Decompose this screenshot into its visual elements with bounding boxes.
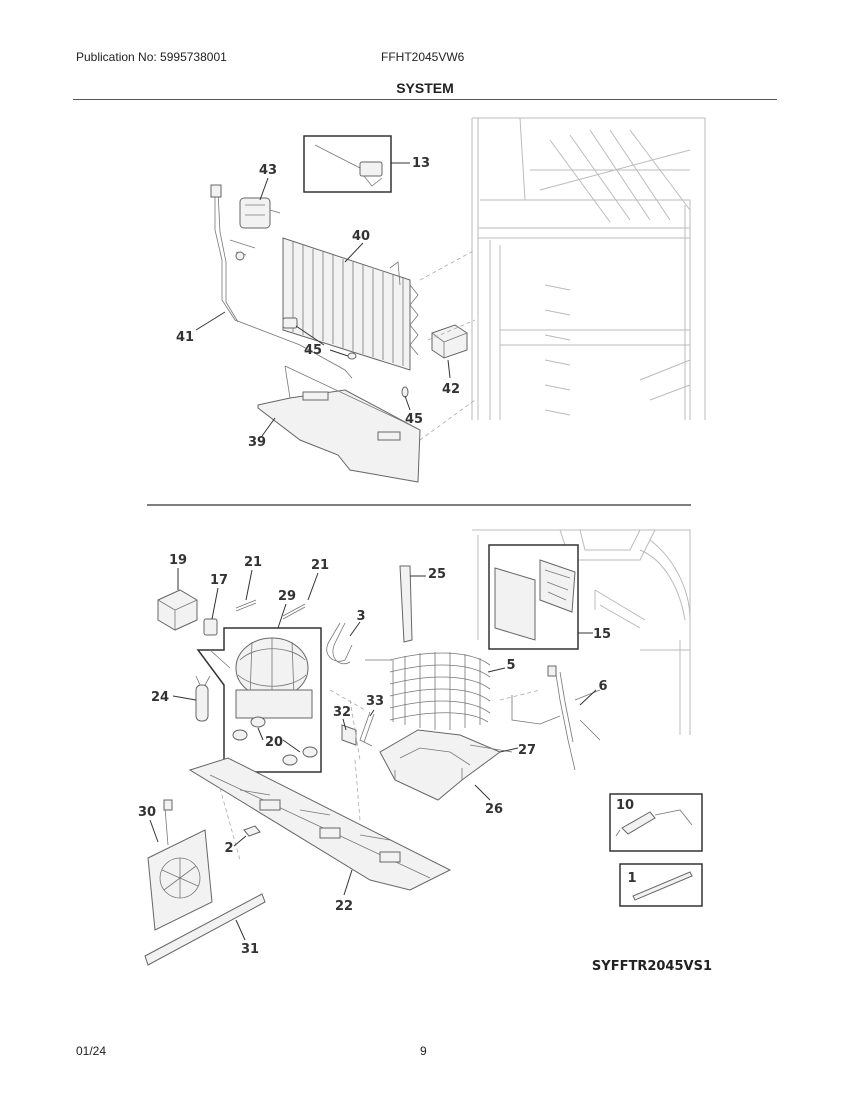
callout-41: 41 [176,330,194,345]
header-divider [73,99,777,100]
callout-24: 24 [151,690,169,705]
callout-19: 19 [169,553,187,568]
part-26-drain-pan [379,729,502,801]
callout-13: 13 [412,156,430,171]
callout-45a: 45 [304,343,322,358]
bottom-dash-guides [219,689,541,861]
callout-21a: 21 [244,555,262,570]
part-25-drain-hose [399,565,413,643]
bottom-leader-lines [149,568,597,941]
part-6-harness [511,665,601,771]
part-31-rail [144,893,266,966]
fresh-food-cabinet-outline [472,529,691,735]
part-21-tubing [235,599,306,620]
callout-31: 31 [241,942,259,957]
publication-number: Publication No: 5995738001 [76,50,227,64]
part-33-tube [359,711,375,747]
footer-date: 01/24 [76,1044,107,1058]
callout-17: 17 [210,573,228,588]
callout-22: 22 [335,899,353,914]
callout-2: 2 [224,841,233,856]
diagram-code: SYFFTR2045VS1 [592,959,712,974]
callout-10: 10 [616,798,634,813]
callout-26: 26 [485,802,503,817]
callout-32: 32 [333,705,351,720]
inset-box-10 [609,793,703,852]
part-32-bracket [341,724,357,746]
callout-5: 5 [506,658,515,673]
part-5-condenser [365,652,491,730]
callout-labels: 43 13 40 41 45 45 42 39 19 21 21 17 29 3… [138,156,637,957]
part-15-control-board [494,559,576,641]
part-22-base-plate [188,757,452,891]
part-45-grommet [282,317,409,398]
part-30-condenser-fan [147,799,213,931]
callout-43: 43 [259,163,277,178]
callout-45b: 45 [405,412,423,427]
callout-3: 3 [356,609,365,624]
callout-15: 15 [593,627,611,642]
callout-29: 29 [278,589,296,604]
part-17-overload [203,618,218,636]
callout-21b: 21 [311,558,329,573]
part-1-tube [632,871,693,901]
callout-1: 1 [627,871,636,886]
part-10-drier [615,809,693,837]
part-39-evaporator-cover [257,365,421,483]
callout-6: 6 [598,679,607,694]
page-number: 9 [420,1044,427,1058]
callout-42: 42 [442,382,460,397]
callout-25: 25 [428,567,446,582]
part-3-tube [326,622,353,665]
part-41-harness [210,184,353,379]
part-40-evaporator [282,237,419,371]
callout-20: 20 [265,735,283,750]
callout-33: 33 [366,694,384,709]
section-title: SYSTEM [396,80,454,96]
model-number: FFHT2045VW6 [381,50,465,64]
callout-40: 40 [352,229,370,244]
callout-39: 39 [248,435,266,450]
part-13-clip [314,144,383,187]
part-29-compressor [209,637,318,766]
part-24-capacitor [195,675,211,722]
part-43-defrost-timer [239,197,281,229]
callout-30: 30 [138,805,156,820]
freezer-cabinet-outline [471,117,706,420]
top-leader-lines [195,162,451,437]
callout-27: 27 [518,743,536,758]
part-19-start-relay [157,589,198,631]
top-dash-guides [419,249,476,441]
part-2-screw [243,825,261,837]
part-42-relay [431,324,468,359]
